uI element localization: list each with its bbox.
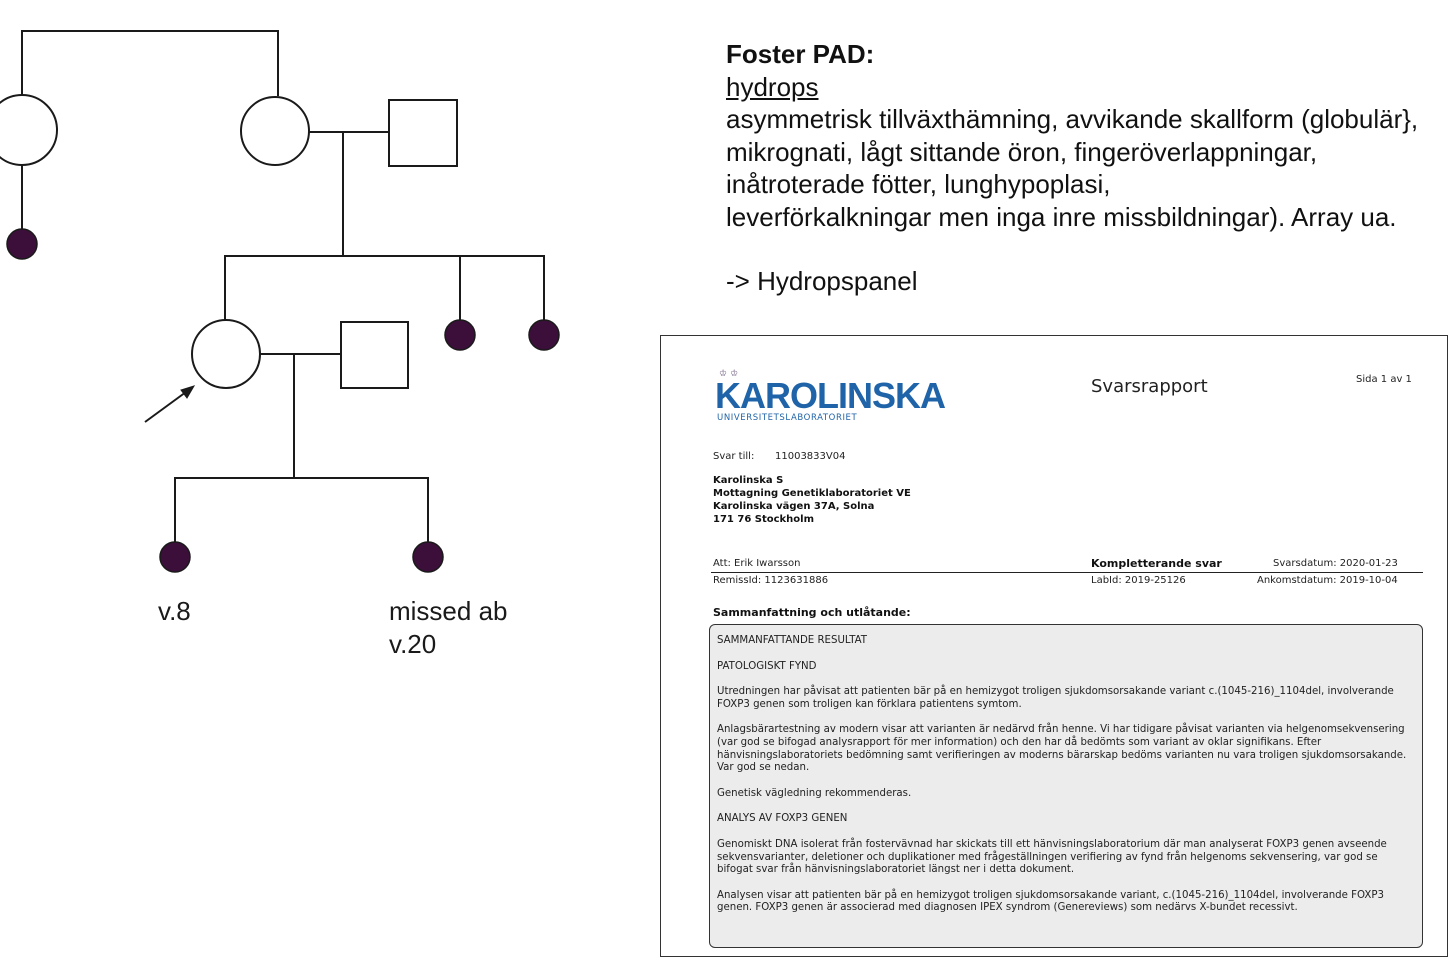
male-partner [340,321,409,389]
summary-paragraph: Genomiskt DNA isolerat från fostervävnad… [717,838,1387,876]
affected-cousin [6,228,38,260]
svar-till-label: Svar till: [713,451,755,462]
ankomstdatum: Ankomstdatum: 2019-10-04 [1257,575,1398,586]
address-line: Karolinska vägen 37A, Solna [713,501,875,512]
address-block: Karolinska S Mottagning Genetiklaborator… [713,474,911,526]
pad-title: Foster PAD: [726,39,875,69]
kompletterande-svar: Kompletterande svar [1091,557,1222,570]
affected-sibling-2 [528,319,560,351]
female-proband [191,319,261,389]
summary-paragraph: Analysen visar att patienten bär på en h… [717,889,1384,914]
pad-panel: -> Hydropspanel [726,266,918,296]
lab-id: LabId: 2019-25126 [1091,575,1186,586]
summary-box: SAMMANFATTANDE RESULTAT PATOLOGISKT FYND… [709,624,1423,948]
label-child-2-line2: v.20 [389,629,437,659]
pad-line: leverförkalkningar men inga inre missbil… [726,201,1397,232]
svar-till-value: 11003833V04 [775,451,846,462]
svarsdatum: Svarsdatum: 2020-01-23 [1273,558,1398,569]
proband-arrow-icon [144,385,196,423]
pad-text-block: Foster PAD: hydrops asymmetrisk tillväxt… [726,38,1451,298]
female-grandmother [240,96,310,166]
page-indicator: Sida 1 av 1 [1356,374,1412,385]
header-rule [711,572,1423,573]
address-line: Karolinska S [713,475,784,486]
logo-main: KAROLINSKA [715,375,946,416]
summary-paragraph: Anlagsbärartestning av modern visar att … [717,724,1407,774]
section-title: Sammanfattning och utlåtande: [713,606,911,619]
summary-paragraph: SAMMANFATTANDE RESULTAT [717,635,868,646]
sibship-line-proband [224,255,545,322]
pad-line: mikrognati, lågt sittande öron, fingeröv… [726,136,1318,167]
pad-subtitle: hydrops [726,71,819,102]
affected-child-2 [412,541,444,573]
summary-paragraph: Genetisk vägledning rekommenderas. [717,787,912,799]
karolinska-logo: ♔♔ KAROLINSKA UNIVERSITETSLABORATORIET [715,369,946,424]
summary-paragraph: ANALYS AV FOXP3 GENEN [717,813,848,825]
affected-child-1 [159,541,191,573]
remiss-id: RemissId: 1123631886 [713,575,829,586]
att: Att: Erik Iwarsson [713,558,801,569]
crown-icon: ♔♔ [719,369,742,379]
summary-paragraph: Utredningen har påvisat att patienten bä… [717,686,1394,710]
male-grandfather [388,99,458,167]
pad-line: asymmetrisk tillväxthämning, avvikande s… [726,104,1419,134]
lab-report: ♔♔ KAROLINSKA UNIVERSITETSLABORATORIET S… [660,335,1448,957]
sibship-line-children [174,477,429,543]
label-child-1: v.8 [158,596,191,626]
report-title: Svarsrapport [1091,376,1208,397]
sibship-line-top [21,30,279,96]
female-aunt [0,94,58,166]
logo-sub: UNIVERSITETSLABORATORIET [717,413,858,423]
pad-line: inåtroterade fötter, lunghypoplasi, [726,169,1111,199]
summary-paragraph: PATOLOGISKT FYND [717,660,817,672]
pedigree-chart [0,30,560,573]
affected-sibling-1 [444,319,476,351]
address-line: 171 76 Stockholm [713,514,815,525]
label-child-2-line1: missed ab [389,596,508,626]
address-line: Mottagning Genetiklaboratoriet VE [713,488,911,499]
